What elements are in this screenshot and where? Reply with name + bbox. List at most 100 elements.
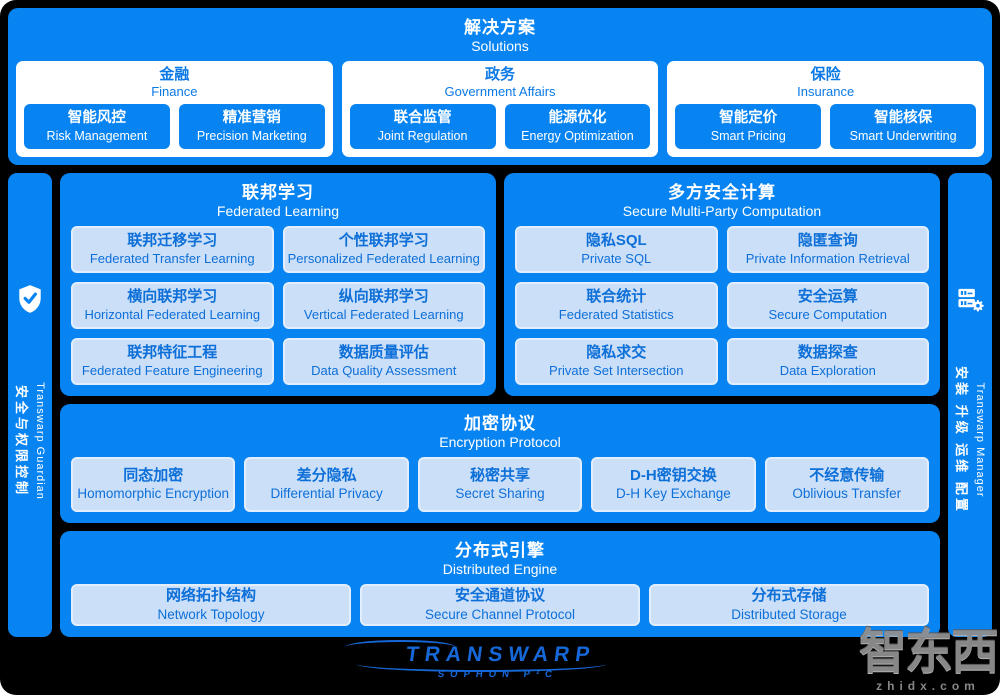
item-horizontal-federated-learning: 横向联邦学习 Horizontal Federated Learning [71,281,274,329]
item-label-cn: 联邦特征工程 [127,344,218,362]
item-label-en: Distributed Storage [731,606,847,622]
transwarp-logo: TRANSWARP SOPHON P²C [345,640,608,680]
solution-item-energy-optimization: 能源优化 Energy Optimization [504,104,651,149]
zhidx-watermark: 智东西 zhidx.com [858,626,999,694]
group-title-cn: 保险 [810,65,841,83]
item-label-cn: 秘密共享 [469,466,530,484]
group-title-en: Finance [151,83,198,99]
item-homomorphic-encryption: 同态加密 Homomorphic Encryption [71,456,236,512]
item-label-en: Secure Channel Protocol [424,606,576,622]
group-title-cn: 金融 [159,65,190,83]
group-title-cn: 政务 [485,65,516,83]
item-label-cn: 数据质量评估 [338,344,429,362]
panel-title-en: Distributed Engine [442,561,558,578]
item-label-cn: 智能定价 [719,110,778,127]
panel-title-en: Federated Learning [216,203,340,220]
item-label-en: Vertical Federated Learning [303,306,464,322]
item-data-quality-assessment: 数据质量评估 Data Quality Assessment [282,337,485,385]
solutions-groups-row: 金融 Finance 智能风控 Risk Management 精准营销 Pre… [8,60,992,165]
item-label-cn: 精准营销 [222,110,281,127]
item-differential-privacy: 差分隐私 Differential Privacy [244,456,409,512]
item-label-cn: 能源优化 [548,110,607,127]
item-federated-feature-engineering: 联邦特征工程 Federated Feature Engineering [71,337,274,385]
manager-product-name: Transwarp Manager [974,381,986,498]
item-label-cn: 隐私SQL [585,232,647,250]
panel-title-cn: 分布式引擎 [455,541,545,560]
item-secret-sharing: 秘密共享 Secret Sharing [417,456,583,512]
panel-title-cn: 多方安全计算 [668,183,776,202]
shield-check-icon [19,285,41,313]
solutions-header: 解决方案 Solutions [8,8,992,61]
guardian-product-name: Transwarp Guardian [34,382,46,500]
item-private-sql: 隐私SQL Private SQL [515,225,718,273]
item-label-en: Federated Statistics [558,306,674,322]
solution-item-smart-pricing: 智能定价 Smart Pricing [675,104,822,149]
item-label-en: Private Set Intersection [549,362,684,378]
item-label-cn: 安全运算 [797,288,858,306]
item-label-en: Data Exploration [779,362,876,378]
watermark-logo-text: 智东西 [858,626,999,679]
group-title-en: Insurance [797,83,855,99]
solutions-title-en: Solutions [471,38,529,55]
panel-encryption-protocol: 加密协议 Encryption Protocol 同态加密 Homomorphi… [60,404,940,523]
solutions-title-cn: 解决方案 [464,18,536,37]
sidebar-transwarp-guardian: Transwarp Guardian 安全与权限控制 [8,173,52,637]
item-label-en: Personalized Federated Learning [287,250,480,266]
item-secure-computation: 安全运算 Secure Computation [726,281,929,329]
item-label-en: Risk Management [46,128,148,143]
item-label-en: Secure Computation [768,306,887,322]
item-label-en: Secret Sharing [455,486,545,502]
item-label-cn: 安全通道协议 [454,587,545,605]
item-label-en: Data Quality Assessment [311,362,457,378]
sidebar-transwarp-manager: Transwarp Manager 安装 升级 运维 配置 [948,173,992,637]
item-label-cn: 数据探查 [797,344,858,362]
item-label-en: Federated Feature Engineering [81,362,263,378]
item-label-en: D-H Key Exchange [615,486,731,502]
panel-title-en: Encryption Protocol [439,434,561,451]
solution-group-government: 政务 Government Affairs 联合监管 Joint Regulat… [341,60,659,157]
item-label-cn: 智能风控 [67,110,126,127]
server-gear-icon [957,288,984,312]
panel-title-en: Secure Multi-Party Computation [622,203,822,220]
item-label-cn: 智能核保 [874,110,933,127]
footer: TRANSWARP SOPHON P²C [8,637,992,687]
item-label-cn: 分布式存储 [751,587,827,605]
logo-brand-text: TRANSWARP [404,643,598,666]
item-label-cn: 纵向联邦学习 [338,288,429,306]
panel-title-cn: 加密协议 [464,414,536,433]
item-label-en: Smart Underwriting [849,128,957,143]
item-private-set-intersection: 隐私求交 Private Set Intersection [515,337,718,385]
panel-title-cn: 联邦学习 [242,183,314,202]
item-distributed-storage: 分布式存储 Distributed Storage [649,583,929,626]
core-area: Transwarp Guardian 安全与权限控制 联邦学习 Federate… [8,173,992,637]
item-dh-key-exchange: D-H密钥交换 D-H Key Exchange [591,456,756,512]
item-label-en: Homomorphic Encryption [77,486,229,502]
item-label-cn: 联合统计 [586,288,647,306]
manager-label: 安装 升级 运维 配置 [954,365,970,514]
item-data-exploration: 数据探查 Data Exploration [726,337,929,385]
solution-item-joint-regulation: 联合监管 Joint Regulation [349,104,496,149]
item-label-cn: 网络拓扑结构 [165,587,256,605]
item-label-cn: 同态加密 [123,466,184,484]
item-oblivious-transfer: 不经意传输 Oblivious Transfer [764,456,929,512]
solution-group-finance: 金融 Finance 智能风控 Risk Management 精准营销 Pre… [16,60,333,157]
solution-item-risk-management: 智能风控 Risk Management [24,104,170,149]
solutions-panel: 解决方案 Solutions 金融 Finance 智能风控 Risk Mana… [8,8,992,165]
item-label-en: Joint Regulation [377,128,468,143]
item-label-en: Private Information Retrieval [745,250,910,266]
solution-group-insurance: 保险 Insurance 智能定价 Smart Pricing 智能核保 Sma… [667,60,985,157]
item-label-cn: 隐匿查询 [797,232,858,250]
item-federated-transfer-learning: 联邦迁移学习 Federated Transfer Learning [71,225,274,273]
item-secure-channel-protocol: 安全通道协议 Secure Channel Protocol [360,583,640,626]
panel-federated-learning: 联邦学习 Federated Learning 联邦迁移学习 Federated… [60,173,496,396]
item-label-cn: 横向联邦学习 [127,288,218,306]
watermark-url: zhidx.com [876,679,980,693]
item-label-en: Horizontal Federated Learning [84,306,261,322]
item-label-en: Smart Pricing [710,128,786,143]
guardian-label: 安全与权限控制 [14,384,30,497]
panel-secure-multi-party-computation: 多方安全计算 Secure Multi-Party Computation 隐私… [504,173,940,396]
item-federated-statistics: 联合统计 Federated Statistics [515,281,718,329]
item-label-cn: 联合监管 [393,110,452,127]
item-label-cn: 个性联邦学习 [338,232,429,250]
